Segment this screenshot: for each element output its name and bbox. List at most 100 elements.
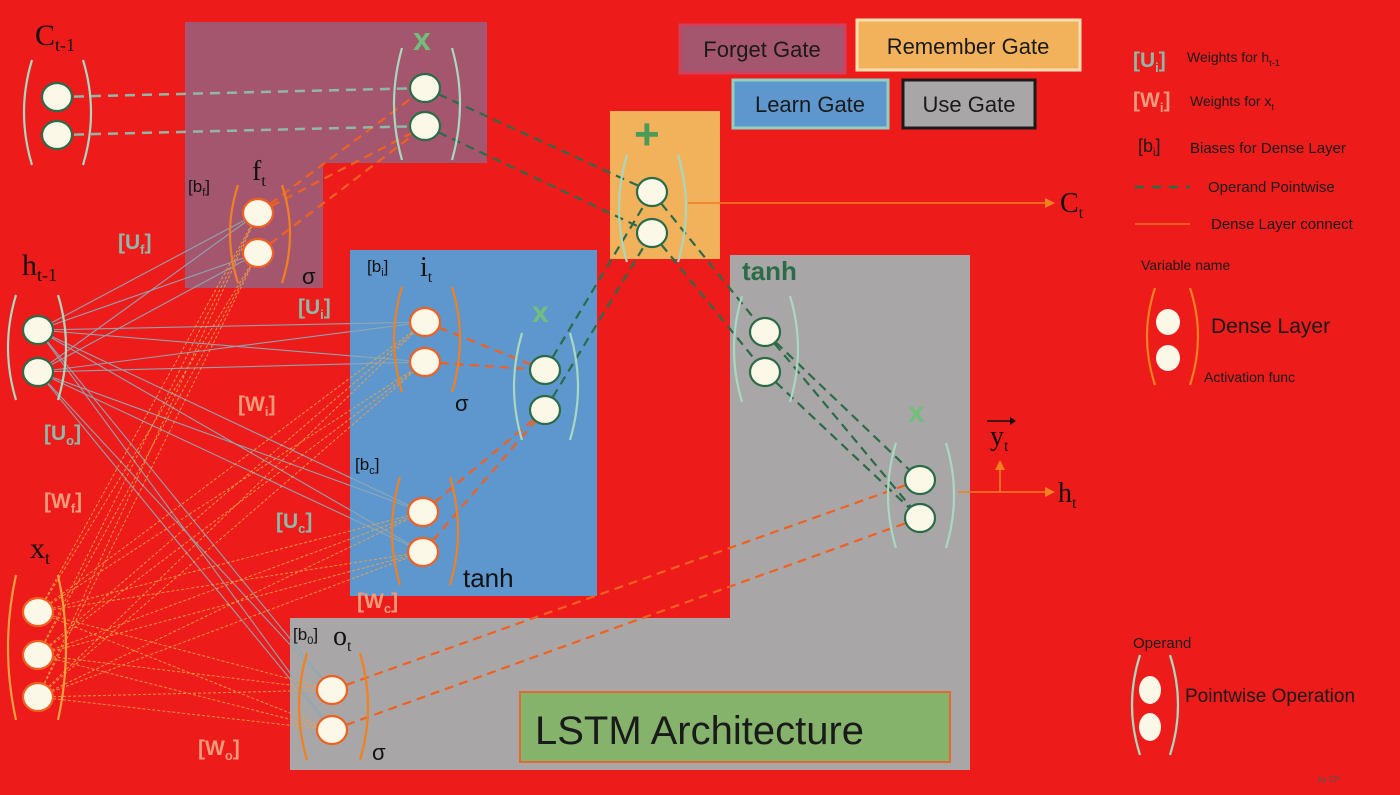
tanh-cell: tanh bbox=[742, 256, 797, 286]
f-t-label: ft bbox=[252, 156, 266, 190]
legend-u-symbol: [Ui] bbox=[1133, 49, 1166, 75]
use-gate-region bbox=[290, 255, 970, 770]
c-to-multiply-line bbox=[422, 409, 546, 553]
i-t-label: it bbox=[420, 252, 433, 286]
x-t-to-o-line bbox=[37, 611, 333, 731]
c-prev-to-multiply-line bbox=[56, 86, 426, 99]
legend-use-gate: Use Gate bbox=[901, 78, 1037, 130]
legend-pointwise-operation: Pointwise Operation bbox=[1185, 686, 1355, 707]
x-t-label: xt bbox=[30, 532, 50, 568]
legend-b-symbol: [bi] bbox=[1138, 136, 1160, 159]
multiply-to-plus-line bbox=[424, 125, 653, 234]
h-prev-node bbox=[21, 356, 55, 388]
h-prev-to-c-line bbox=[37, 371, 424, 553]
multiply-use-bracket-left bbox=[886, 442, 898, 549]
h-prev-to-i-line bbox=[37, 321, 426, 331]
multiply-forget-icon: x bbox=[413, 21, 431, 57]
title-box bbox=[519, 691, 951, 763]
u-i-label: [Ui] bbox=[298, 296, 331, 322]
legend-u-text: Weights for ht-1 bbox=[1187, 49, 1280, 68]
legend-w-text: Weights for xt bbox=[1190, 93, 1274, 112]
legend-remember-gate: Remember Gate bbox=[855, 18, 1082, 72]
h-prev-label: ht-1 bbox=[22, 249, 57, 285]
c-bracket-left bbox=[390, 476, 402, 586]
x-t-bracket-left bbox=[6, 574, 18, 721]
x-t-to-o-line bbox=[37, 696, 333, 731]
x-t-to-f-line bbox=[37, 252, 259, 656]
input-connections bbox=[37, 212, 426, 731]
u-o-label: [Uo] bbox=[44, 422, 81, 448]
sigma-forget: σ bbox=[302, 264, 316, 289]
legend-learn-gate-swatch bbox=[731, 78, 890, 130]
i-to-multiply-line bbox=[424, 360, 546, 372]
legend-variable-name: Variable name bbox=[1141, 257, 1230, 273]
c-t-arrowhead bbox=[1045, 198, 1055, 208]
x-t-to-i-line bbox=[37, 361, 426, 698]
legend-forget-gate: Forget Gate bbox=[678, 23, 847, 75]
multiply-forget-bracket-left bbox=[392, 47, 404, 161]
credit-text: by CP bbox=[1318, 775, 1340, 784]
learn-to-plus-line bbox=[544, 191, 653, 371]
h-prev-to-o-line bbox=[37, 371, 333, 731]
legend-dense-layer: Dense Layer bbox=[1211, 315, 1330, 338]
y-t-label: yt bbox=[990, 421, 1009, 455]
b-c-label: [bc] bbox=[355, 455, 379, 477]
legend-operand-text: Operand Pointwise bbox=[1208, 179, 1335, 196]
multiply-forget-node bbox=[408, 110, 442, 142]
h-prev-to-o-line bbox=[37, 371, 333, 691]
b-i-label: [bi] bbox=[367, 257, 388, 279]
legend-remember-gate-swatch bbox=[855, 18, 1082, 72]
multiply-use-node bbox=[903, 502, 937, 534]
learn-gate-region bbox=[350, 250, 597, 596]
multiply-learn-icon: x bbox=[532, 296, 549, 329]
c-bracket-right bbox=[448, 476, 460, 586]
x-t-to-f-line bbox=[37, 252, 259, 698]
x-t-to-o-line bbox=[37, 654, 333, 691]
input-node bbox=[408, 346, 442, 378]
h-prev-to-i-line bbox=[37, 329, 426, 363]
c-prev-node bbox=[40, 119, 74, 151]
y-t-vector-tip bbox=[1010, 417, 1016, 425]
h-prev-to-i-line bbox=[37, 321, 426, 373]
plus-node bbox=[635, 176, 669, 208]
i-bracket-left bbox=[392, 286, 404, 393]
h-t-arrowhead bbox=[1045, 487, 1055, 497]
h-prev-node bbox=[21, 314, 55, 346]
weight-labels: [Uf] [Ui] [Uo] [Uc] [Wi] [Wf] [Wc] [Wo] bbox=[44, 231, 398, 763]
multiply-forget-bracket-right bbox=[450, 47, 462, 161]
legend-dense-bracket-right bbox=[1188, 287, 1200, 386]
legend-operand-bracket-left bbox=[1130, 654, 1142, 756]
x-t-to-i-line bbox=[37, 321, 426, 656]
h-prev-to-f-line bbox=[37, 212, 259, 331]
x-t-to-c-line bbox=[37, 551, 424, 656]
multiply-learn-node bbox=[528, 394, 562, 426]
sigma-input: σ bbox=[455, 391, 469, 416]
u-c-label: [Uc] bbox=[276, 510, 312, 536]
c-prev-label: Ct-1 bbox=[35, 19, 75, 55]
h-prev-bracket-right bbox=[56, 294, 68, 401]
c-prev-bracket-right bbox=[81, 59, 93, 166]
legend-remember-gate-label: Remember Gate bbox=[887, 34, 1050, 59]
legend-operand-node bbox=[1139, 676, 1161, 704]
x-t-node bbox=[21, 596, 55, 628]
input-node bbox=[408, 306, 442, 338]
i-to-multiply-line bbox=[424, 320, 546, 372]
x-t-bracket-right bbox=[56, 574, 68, 721]
h-prev-to-c-line bbox=[37, 329, 424, 513]
x-t-to-f-line bbox=[37, 212, 259, 613]
x-t-to-i-line bbox=[37, 361, 426, 613]
c-to-multiply-line bbox=[422, 409, 546, 513]
candidate-node bbox=[406, 496, 440, 528]
w-f-label: [Wf] bbox=[44, 490, 82, 516]
c-prev-to-multiply-line bbox=[56, 124, 426, 137]
w-i-label: [Wi] bbox=[238, 393, 275, 419]
legend-use-gate-swatch bbox=[901, 78, 1037, 130]
f-to-multiply-line bbox=[257, 87, 426, 214]
o-t-label: ot bbox=[333, 621, 352, 655]
output-node bbox=[315, 674, 349, 706]
plus-remember-icon: + bbox=[634, 110, 660, 159]
legend-learn-gate-label: Learn Gate bbox=[755, 92, 865, 117]
multiply-use-bracket-right bbox=[944, 442, 956, 549]
plus-bracket-right bbox=[676, 154, 688, 263]
x-t-to-f-line bbox=[37, 252, 259, 613]
